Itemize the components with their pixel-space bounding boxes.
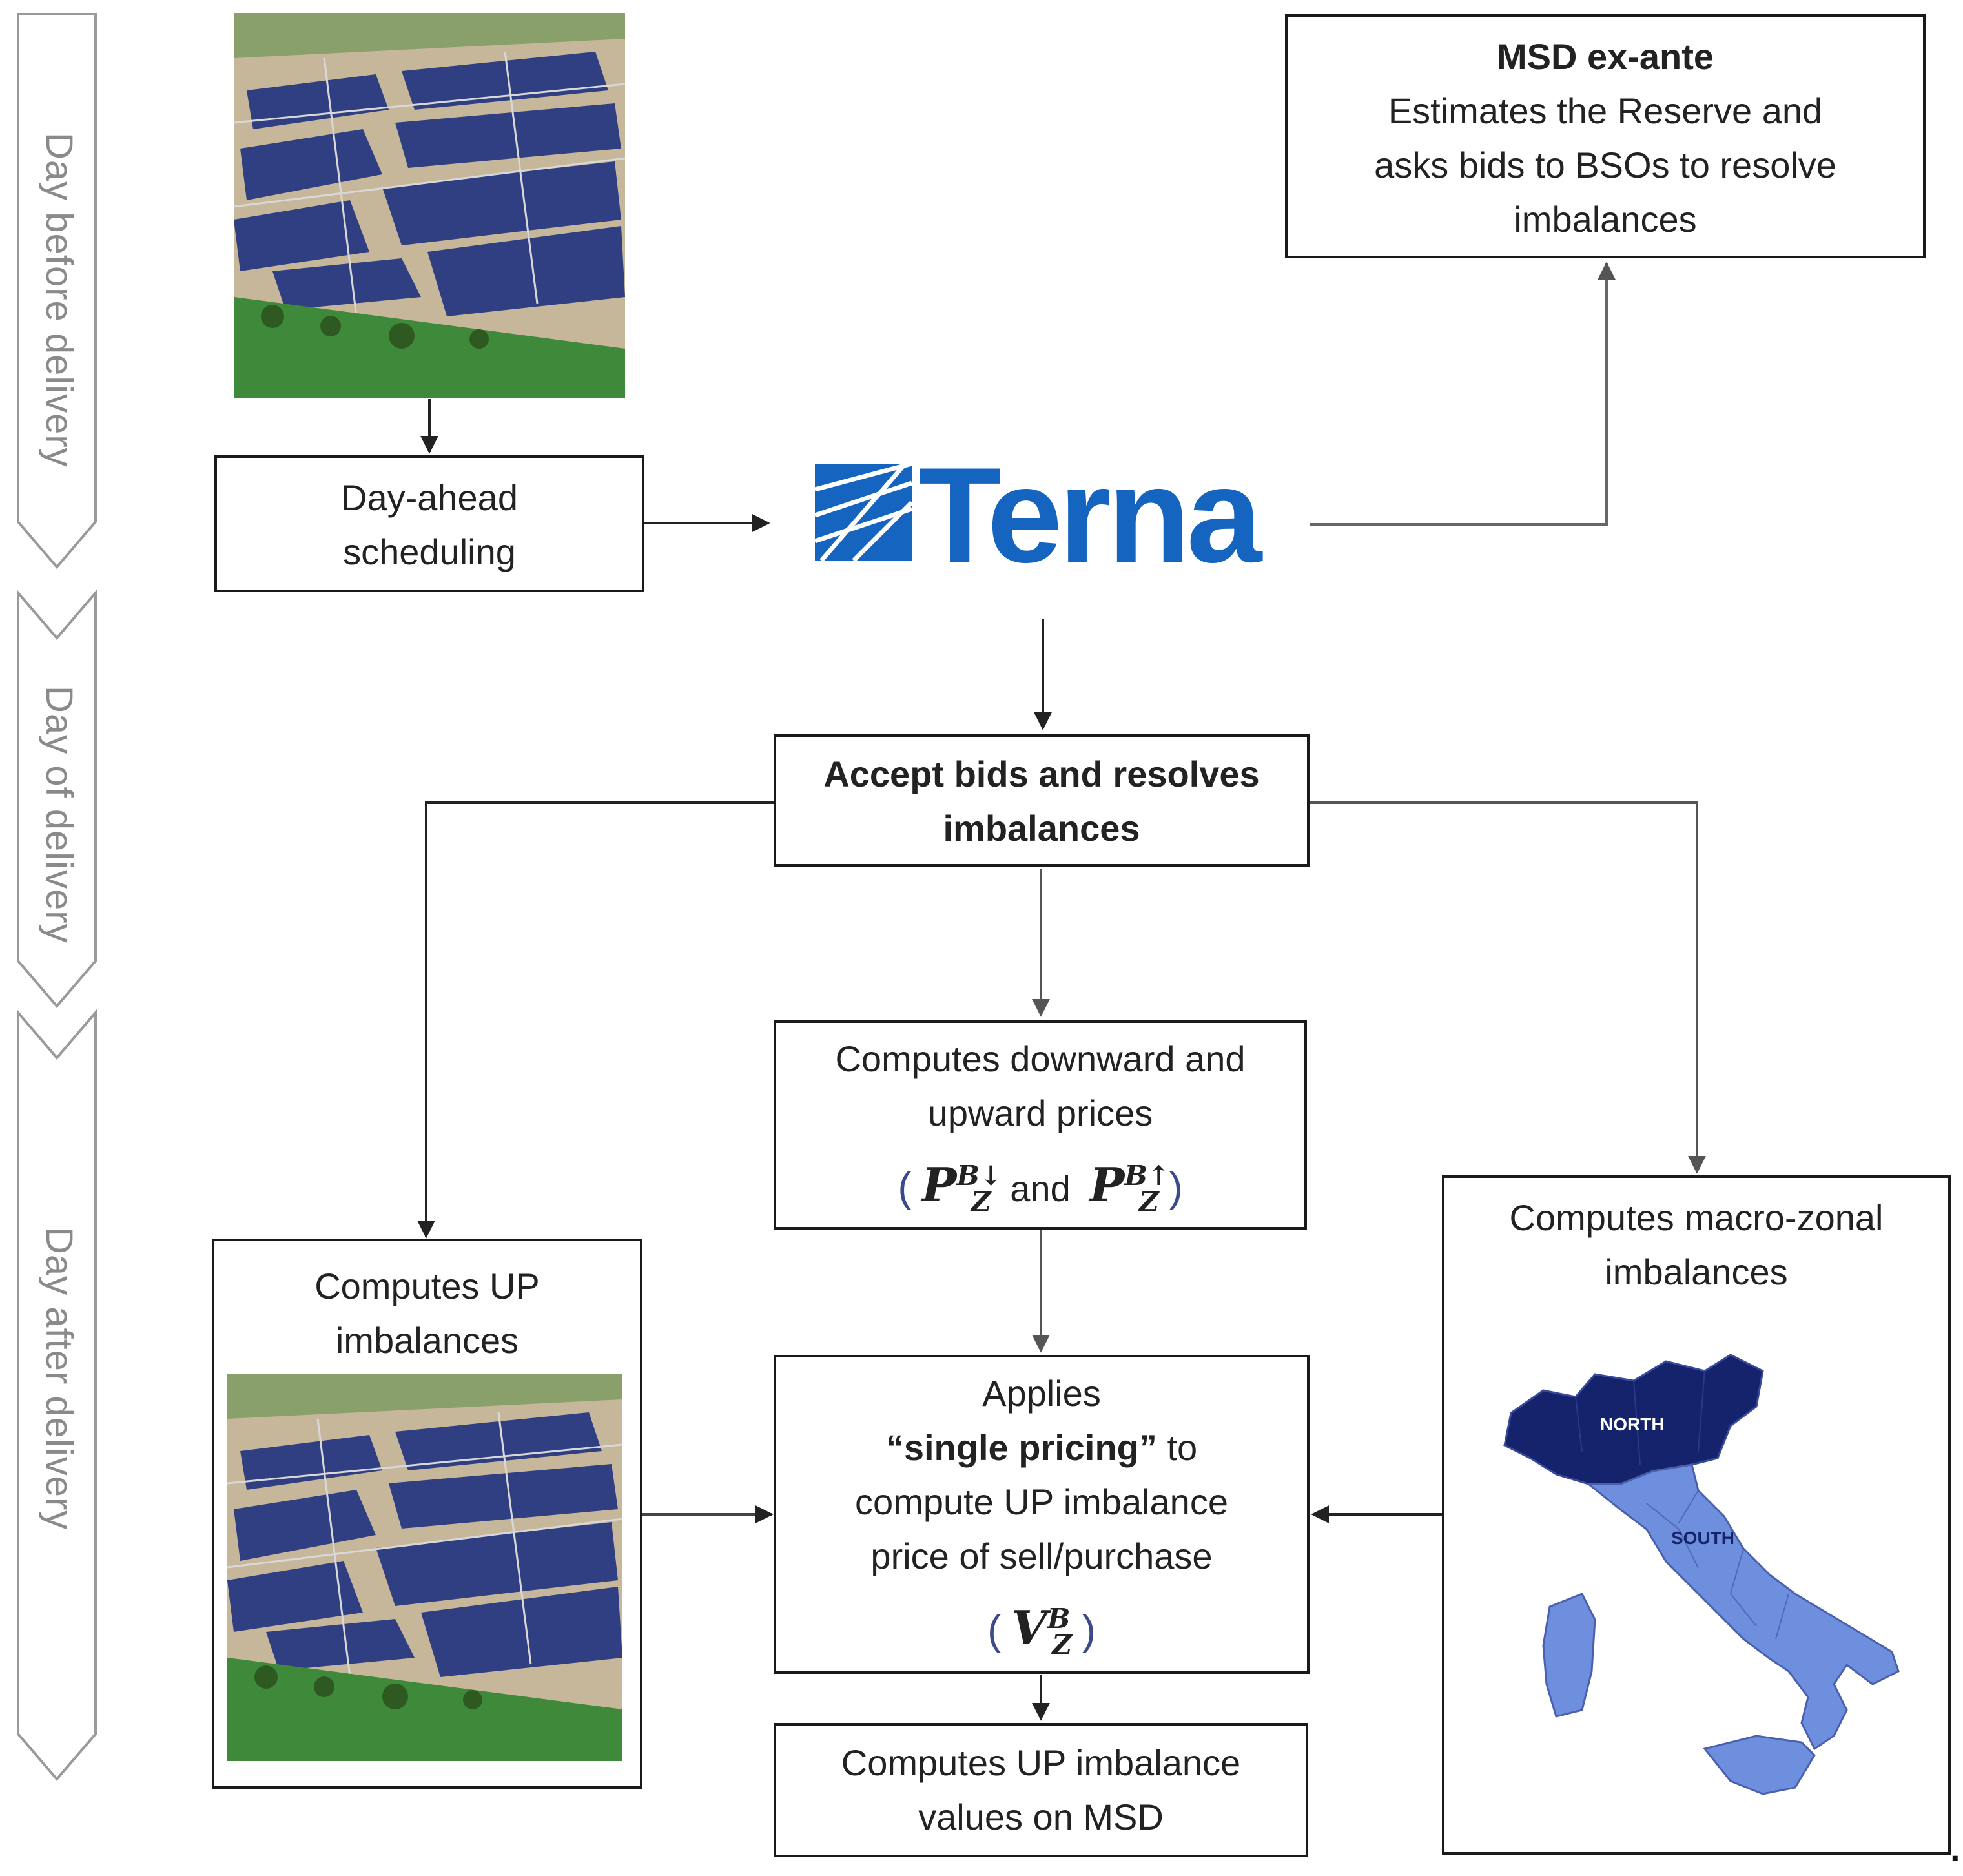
single-formula-close: ) <box>1082 1607 1096 1653</box>
stage-label-of: Day of delivery <box>38 686 80 943</box>
single-line-1: Applies <box>982 1373 1101 1414</box>
macro-line-2: imbalances <box>1605 1252 1788 1292</box>
stage-chevron-after <box>17 1009 97 1782</box>
map-label-south: SOUTH <box>1671 1528 1734 1548</box>
prices-formula: ( PB↓Z and PB↑Z ) <box>776 1140 1304 1237</box>
msd-line-2: asks bids to BSOs to resolve <box>1374 145 1836 185</box>
single-formula-open: ( <box>987 1607 1002 1653</box>
accept-line-1: Accept bids and resolves <box>823 754 1260 794</box>
arrow-accept-to-macrozonal <box>1310 801 1706 1174</box>
map-sicily <box>1703 1735 1816 1795</box>
single-line-2: “single pricing” to <box>885 1427 1198 1468</box>
msd-line-1: Estimates the Reserve and <box>1388 90 1823 131</box>
single-pricing-term: “single pricing” <box>885 1427 1157 1468</box>
solar-farm-photo-top <box>234 13 625 398</box>
msd-line-3: imbalances <box>1514 199 1697 240</box>
stage-chevron-before <box>17 13 97 570</box>
up-imbalances-line-1: Computes UP <box>314 1266 540 1306</box>
prices-formula-open: ( <box>898 1164 912 1210</box>
box-day-ahead-scheduling: Day-ahead scheduling <box>214 455 644 592</box>
box-computes-prices: Computes downward and upward prices ( PB… <box>774 1020 1307 1230</box>
day-ahead-line-1: Day-ahead <box>341 477 518 518</box>
single-formula: ( VBZ ) <box>776 1583 1307 1680</box>
arrow-accept-to-up-imbalances <box>417 801 774 1239</box>
price-down-symbol: PB↓Z <box>921 1157 1003 1218</box>
box-single-pricing: Applies “single pricing” to compute UP i… <box>774 1355 1310 1674</box>
values-line-2: values on MSD <box>918 1797 1164 1837</box>
prices-line-1: Computes downward and <box>835 1038 1246 1079</box>
prices-formula-and: and <box>1010 1168 1071 1209</box>
terna-logo-text: Terna <box>918 439 1262 591</box>
stage-label-after: Day after delivery <box>38 1227 80 1531</box>
trailing-period: . <box>1950 1828 1960 1869</box>
msd-title: MSD ex-ante <box>1496 36 1714 77</box>
map-label-north: NORTH <box>1600 1414 1665 1434</box>
accept-line-2: imbalances <box>943 808 1140 849</box>
up-imbalances-line-2: imbalances <box>335 1320 519 1361</box>
italy-map <box>1503 1354 1900 1795</box>
box-accept-bids: Accept bids and resolves imbalances <box>774 734 1310 867</box>
box-msd-ex-ante: MSD ex-ante Estimates the Reserve and as… <box>1285 14 1926 258</box>
day-ahead-line-2: scheduling <box>343 531 516 572</box>
terna-logo: Terna <box>815 448 1319 583</box>
box-imbalance-values: Computes UP imbalance values on MSD <box>774 1723 1308 1857</box>
single-line-3: compute UP imbalance <box>855 1481 1228 1522</box>
stage-chevron-of <box>17 589 97 1009</box>
prices-line-2: upward prices <box>927 1093 1153 1133</box>
values-line-1: Computes UP imbalance <box>841 1742 1241 1783</box>
map-sardinia <box>1542 1593 1596 1718</box>
map-south-zone <box>1585 1463 1900 1751</box>
prices-formula-close: ) <box>1169 1164 1183 1210</box>
single-line-4: price of sell/purchase <box>870 1536 1213 1576</box>
terna-logo-mark <box>815 464 912 561</box>
arrow-terna-to-msd <box>1310 262 1616 526</box>
solar-farm-photo-bottom <box>227 1374 622 1761</box>
imbalance-price-symbol: VBZ <box>1011 1600 1073 1661</box>
macro-line-1: Computes macro-zonal <box>1509 1197 1884 1238</box>
price-up-symbol: PB↑Z <box>1089 1157 1171 1218</box>
stage-label-before: Day before delivery <box>38 132 80 468</box>
